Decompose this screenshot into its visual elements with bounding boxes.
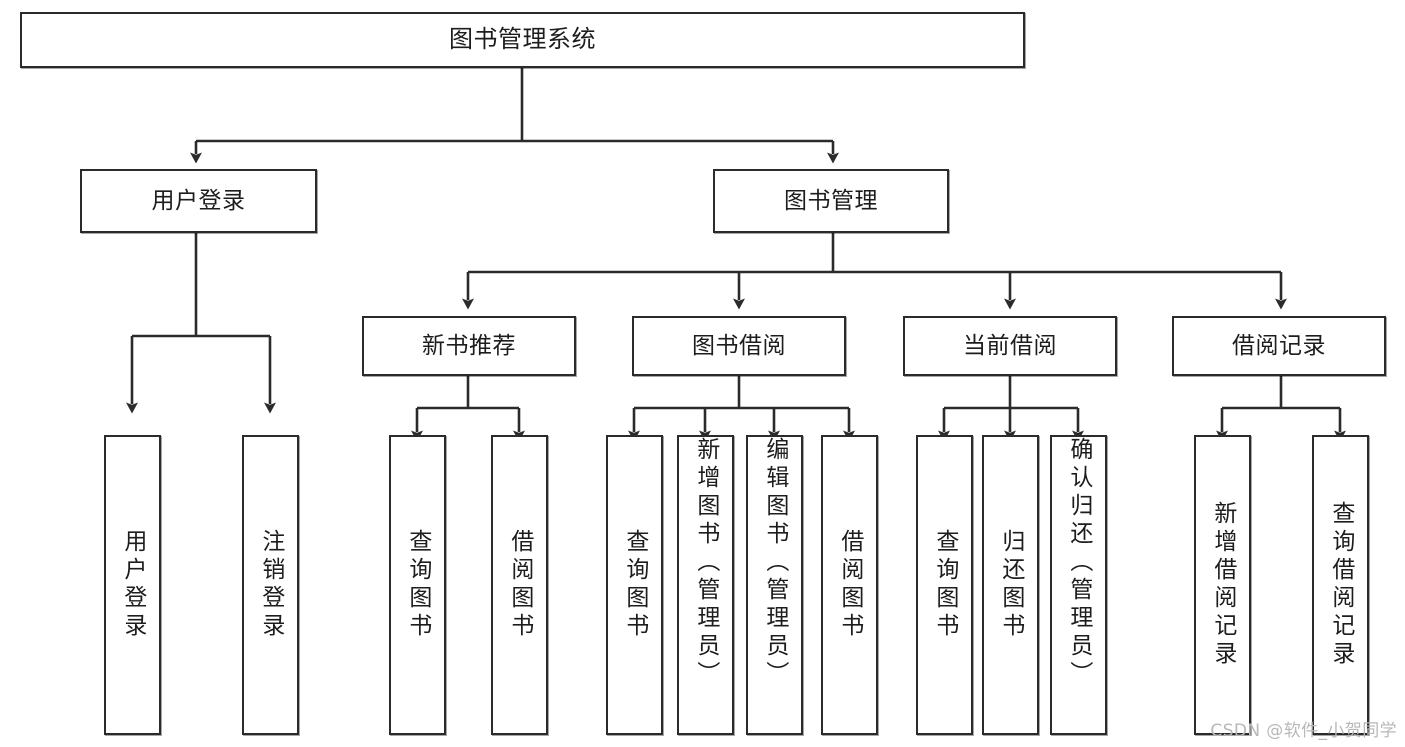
node-label: 归还图书: [997, 529, 1024, 641]
connector-bookmgmt-to-level3: [462, 233, 1287, 310]
watermark-text: CSDN @软件_小贺同学: [1210, 721, 1397, 741]
node-current-borrowing[interactable]: 当前借阅: [903, 316, 1117, 376]
node-label: 借阅图书: [836, 529, 863, 641]
leaf-add-book-admin[interactable]: 新增图书（管理员）: [677, 435, 734, 735]
connector-currentborrow-to-leaves: [938, 376, 1084, 442]
leaf-add-borrow-record[interactable]: 新增借阅记录: [1194, 435, 1251, 735]
leaf-query-book-current[interactable]: 查询图书: [916, 435, 973, 735]
node-root-book-management-system[interactable]: 图书管理系统: [20, 12, 1025, 68]
node-label: 确认归还（管理员）: [1065, 437, 1092, 689]
connector-newbook-to-leaves: [411, 376, 525, 442]
node-user-login[interactable]: 用户登录: [80, 169, 317, 233]
node-label: 查询图书: [404, 529, 431, 641]
leaf-return-book[interactable]: 归还图书: [982, 435, 1039, 735]
leaf-borrow-book[interactable]: 借阅图书: [821, 435, 878, 735]
node-label: 图书管理: [784, 187, 878, 214]
node-label: 编辑图书（管理员）: [761, 437, 788, 689]
node-label: 当前借阅: [963, 332, 1057, 359]
node-label: 图书管理系统: [449, 25, 596, 54]
node-label: 查询图书: [621, 529, 648, 641]
connector-borrowrecord-to-leaves: [1216, 376, 1346, 442]
leaf-query-book-newbook[interactable]: 查询图书: [389, 435, 446, 735]
node-label: 借阅记录: [1232, 332, 1326, 359]
node-book-management[interactable]: 图书管理: [713, 169, 949, 233]
node-label: 新书推荐: [422, 332, 516, 359]
leaf-query-book-borrow[interactable]: 查询图书: [606, 435, 663, 735]
node-borrowing-record[interactable]: 借阅记录: [1172, 316, 1386, 376]
node-label: 查询借阅记录: [1327, 501, 1354, 669]
node-label: 用户登录: [119, 529, 146, 641]
node-label: 新增借阅记录: [1209, 501, 1236, 669]
leaf-user-login[interactable]: 用户登录: [104, 435, 161, 735]
connector-root-to-level2: [190, 68, 839, 164]
connector-bookborrow-to-leaves: [628, 376, 855, 442]
node-label: 查询图书: [931, 529, 958, 641]
leaf-borrow-book-newbook[interactable]: 借阅图书: [491, 435, 548, 735]
node-label: 图书借阅: [692, 332, 786, 359]
leaf-logout[interactable]: 注销登录: [242, 435, 299, 735]
node-label: 借阅图书: [506, 529, 533, 641]
node-label: 用户登录: [151, 187, 246, 214]
node-book-borrowing[interactable]: 图书借阅: [632, 316, 846, 376]
leaf-query-borrow-record[interactable]: 查询借阅记录: [1312, 435, 1369, 735]
leaf-edit-book-admin[interactable]: 编辑图书（管理员）: [746, 435, 803, 735]
node-new-book-recommendation[interactable]: 新书推荐: [362, 316, 576, 376]
connector-userlogin-to-leaves: [126, 233, 276, 414]
node-label: 注销登录: [257, 529, 284, 641]
leaf-confirm-return-admin[interactable]: 确认归还（管理员）: [1050, 435, 1107, 735]
node-label: 新增图书（管理员）: [692, 437, 719, 689]
